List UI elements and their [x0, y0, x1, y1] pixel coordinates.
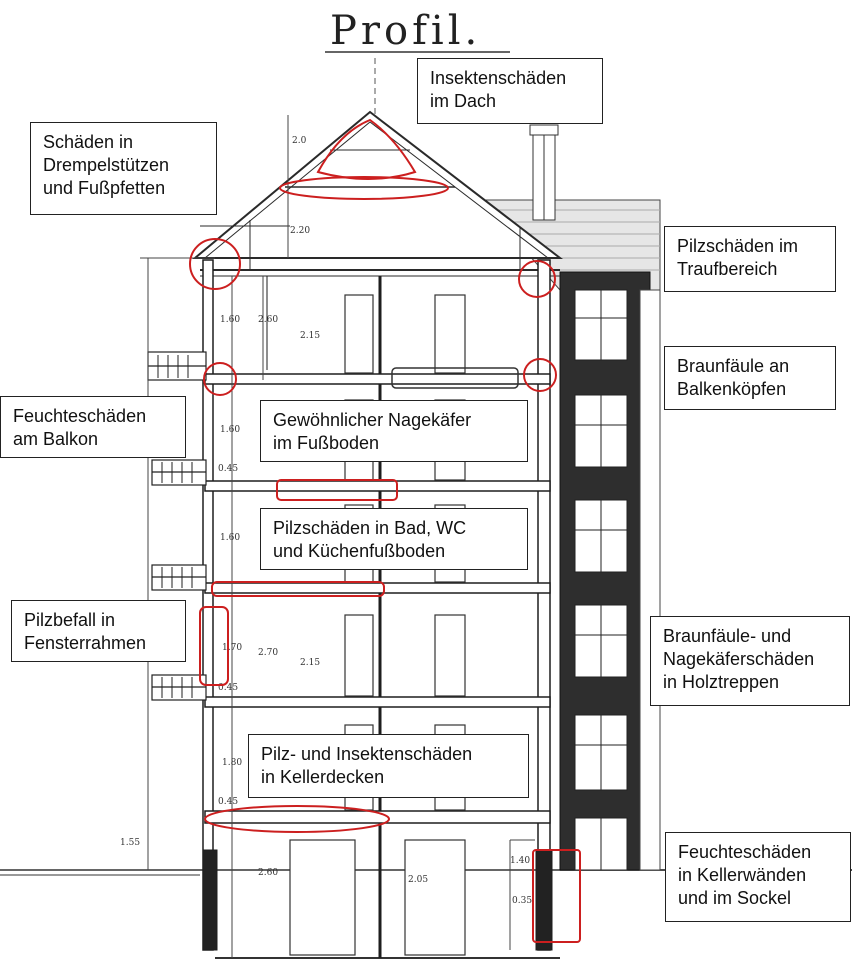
label-balcony-moisture: Feuchteschäden am Balkon — [0, 396, 186, 458]
dim-cellar-c: 1.40 — [510, 856, 530, 866]
highlight-roof-beam — [279, 176, 449, 200]
stair-tower — [478, 199, 661, 871]
dim-g-a: 1.80 — [222, 758, 242, 768]
building-walls — [202, 259, 553, 958]
doors — [289, 294, 466, 956]
label-roof-insects: Insektenschäden im Dach — [417, 58, 603, 124]
highlight-floor-beetle — [276, 479, 398, 501]
dim-cellar-d: 0.35 — [512, 896, 532, 906]
damage-highlights — [189, 118, 581, 943]
dim-f1-c: 2.15 — [300, 658, 320, 668]
highlight-beam-left — [203, 362, 237, 396]
roof — [192, 110, 563, 277]
chimney — [529, 124, 559, 221]
highlight-roof-ridge — [316, 118, 417, 180]
highlight-cellar-walls — [532, 849, 581, 943]
label-cellar-ceiling: Pilz- und Insektenschäden in Kellerdecke… — [248, 734, 529, 798]
dim-base: 1.55 — [120, 838, 140, 848]
dim-f1-d: 0.45 — [218, 683, 238, 693]
drawing-title: Profil. — [330, 8, 482, 54]
label-stairs: Braunfäule- und Nagekäferschäden in Holz… — [650, 616, 850, 706]
dim-f1-b: 2.70 — [258, 648, 278, 658]
highlight-cellar-ceiling — [204, 805, 390, 833]
dim-roof-top: 2.0 — [292, 136, 307, 146]
label-window-fungus: Pilzbefall in Fensterrahmen — [11, 600, 186, 662]
dimension-labels: 2.0 2.20 1.60 2.60 2.15 1.60 0.45 1.60 1… — [120, 136, 532, 906]
label-floor-beetle: Gewöhnlicher Nagekäfer im Fußboden — [260, 400, 528, 462]
label-cellar-walls: Feuchteschäden in Kellerwänden und im So… — [665, 832, 851, 922]
highlight-kneewall — [189, 238, 241, 290]
highlight-window-frame — [199, 606, 229, 686]
dim-g-b: 0.45 — [218, 797, 238, 807]
dim-cellar-b: 2.05 — [408, 875, 428, 885]
label-kneewall: Schäden in Drempelstützen und Fußpfetten — [30, 122, 217, 215]
balconies — [147, 351, 207, 701]
dim-f1-a: 1.70 — [222, 643, 242, 653]
dim-roof-low: 2.20 — [290, 226, 310, 236]
dim-f2-a: 1.60 — [220, 533, 240, 543]
dim-cellar-a: 2.60 — [258, 868, 278, 878]
highlight-floor-upper — [391, 367, 519, 389]
dim-f3-a: 1.60 — [220, 425, 240, 435]
highlight-bath-floor — [211, 581, 385, 597]
highlight-beam-right — [523, 358, 557, 392]
dim-f4-b: 2.60 — [258, 315, 278, 325]
highlight-eaves — [518, 260, 556, 298]
dim-f3-b: 0.45 — [218, 464, 238, 474]
label-beam-heads: Braunfäule an Balkenköpfen — [664, 346, 836, 410]
label-eaves-fungus: Pilzschäden im Traufbereich — [664, 226, 836, 292]
dim-f4-a: 1.60 — [220, 315, 240, 325]
label-bath-fungus: Pilzschäden in Bad, WC und Küchenfußbode… — [260, 508, 528, 570]
dim-f4-c: 2.15 — [300, 331, 320, 341]
